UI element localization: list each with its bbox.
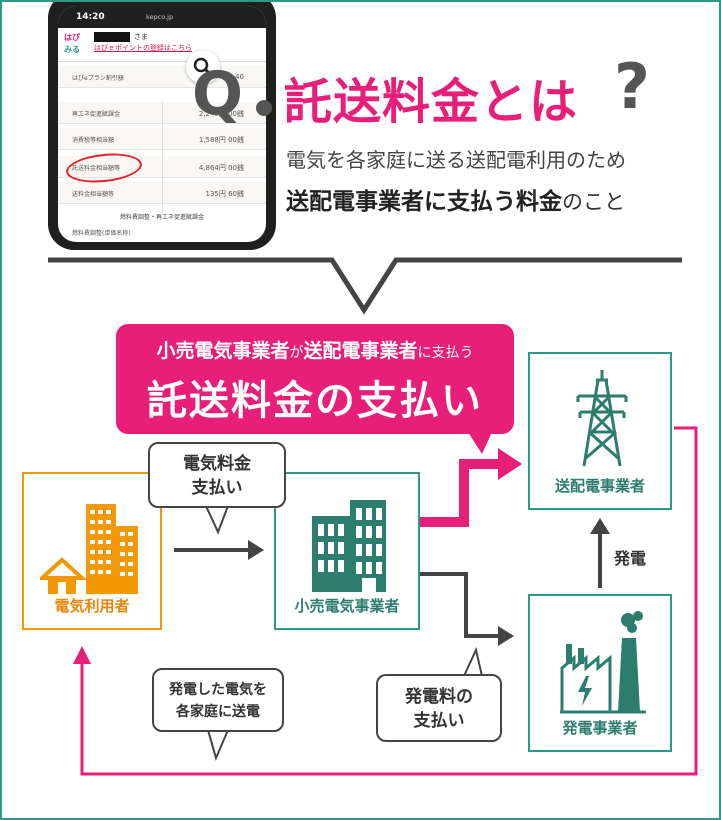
phone-url: kepco.jp [146, 13, 174, 21]
unit-label: 燃料費調整(単価名称) [72, 230, 131, 237]
delivery-bubble: 発電した電気を 各家庭に送電 [152, 668, 284, 732]
q-dot [256, 100, 272, 116]
bill-row-label: 消費税等相当額 [72, 137, 115, 144]
office-building-icon [312, 500, 386, 592]
bubble-line: 発電した電気を [169, 682, 267, 698]
gen-box: 発電事業者 [528, 594, 672, 752]
bill-row-label: はぴeプラン割引額 [72, 75, 124, 82]
pay-bubble-tail [204, 505, 230, 535]
hapie-logo: はぴ みる [64, 32, 90, 58]
consumer-box: 電気利用者 [22, 472, 162, 630]
answer-suffix: のこと [562, 190, 625, 214]
bubble-line: 支払い [191, 478, 243, 498]
gen-pay-bubble-tail [462, 646, 484, 677]
gen-pay-arrowhead [498, 626, 514, 646]
gen-label: 発電事業者 [562, 719, 638, 737]
magnifier-icon [186, 50, 220, 84]
phone-time: 14:20 [76, 12, 105, 22]
td-label: 送配電事業者 [554, 477, 645, 495]
td-box: 送配電事業者 [528, 352, 672, 510]
generation-arrow-label: 発電 [614, 549, 647, 568]
banner-shiharau: に支払う [417, 345, 474, 361]
retail-box: 小売電気事業者 [274, 472, 420, 630]
gen-pay-arrow-line [420, 572, 500, 638]
deliver-bubble-tail [206, 729, 230, 761]
bill-row-value: 2,248円 00銭 [198, 110, 244, 118]
banner-tail [468, 432, 492, 454]
bubble-line: 発電料の [405, 687, 473, 707]
gen-up-arrowhead [590, 518, 610, 534]
bill-row-label: 送料金相当額等 [72, 191, 115, 198]
bill-row-label: 再エネ促進賦課金 [72, 111, 121, 118]
payment-banner: 小売電気事業者が送配電事業者に支払う 託送料金の支払い [116, 324, 514, 434]
phone-status-bar: 14:20 kepco.jp [58, 6, 266, 28]
bill-row-value: 4,864円 00銭 [198, 164, 244, 172]
user-suffix: さま [134, 33, 148, 41]
delivery-loop-line [80, 426, 698, 776]
section-divider [48, 257, 682, 315]
answer-line1: 電気を各家庭に送る送配電利用のため [286, 148, 626, 172]
banner-title: 託送料金の支払い [147, 378, 483, 424]
bill-column-divider [162, 102, 163, 212]
adjust-header: 燃料費調整・再エネ促進賦課金 [119, 214, 204, 221]
banner-retail: 小売電気事業者 [156, 340, 290, 362]
question-title: 託送料金とは [284, 74, 579, 130]
phone-header: はぴ みる さま はぴｅポイントの登録はこちら [58, 28, 266, 62]
question-mark: ? [614, 50, 650, 123]
logo-line2: みる [64, 45, 80, 54]
power-plant-icon [560, 611, 646, 714]
bill-row-value: -1,40 [225, 73, 244, 81]
bubble-line: 各家庭に送電 [176, 704, 260, 720]
consumer-label: 電気利用者 [54, 597, 130, 615]
q-letter: Q [192, 59, 244, 129]
bill-row-value: 1,588円 00銭 [198, 136, 244, 144]
bubble-line: 電気料金 [183, 454, 251, 474]
pink-arrowhead [498, 448, 522, 480]
buildings-icon [40, 504, 138, 594]
transmission-tower-icon [576, 370, 628, 467]
bubble-line: 支払い [413, 711, 465, 731]
banner-subtitle: 小売電気事業者が送配電事業者に支払う [116, 336, 514, 363]
redacted-username [94, 32, 130, 42]
answer-line2: 送配電事業者に支払う料金のこと [286, 182, 625, 216]
answer-emphasis: 送配電事業者に支払う料金 [286, 189, 562, 215]
logo-line1: はぴ [64, 33, 80, 42]
phone-screen: 14:20 kepco.jp はぴ みる さま はぴｅポイントの登録はこちら は… [58, 6, 266, 242]
generation-payment-bubble: 発電料の 支払い [376, 674, 502, 742]
point-registration-link[interactable]: はぴｅポイントの登録はこちら [94, 44, 192, 52]
smartphone: 14:20 kepco.jp はぴ みる さま はぴｅポイントの登録はこちら は… [48, 2, 276, 250]
pink-payment-arrow [420, 459, 502, 527]
bill-row-value: 135円 60銭 [205, 190, 245, 198]
bill-row-label: 託送料金相当額等 [72, 165, 121, 172]
delivery-loop-arrowhead [73, 646, 91, 664]
electricity-payment-bubble: 電気料金 支払い [148, 442, 286, 508]
lightning-icon [578, 676, 592, 706]
pay-arrowhead [248, 540, 264, 560]
banner-ga: が [289, 345, 304, 361]
retail-label: 小売電気事業者 [294, 597, 400, 615]
banner-td: 送配電事業者 [303, 340, 418, 362]
